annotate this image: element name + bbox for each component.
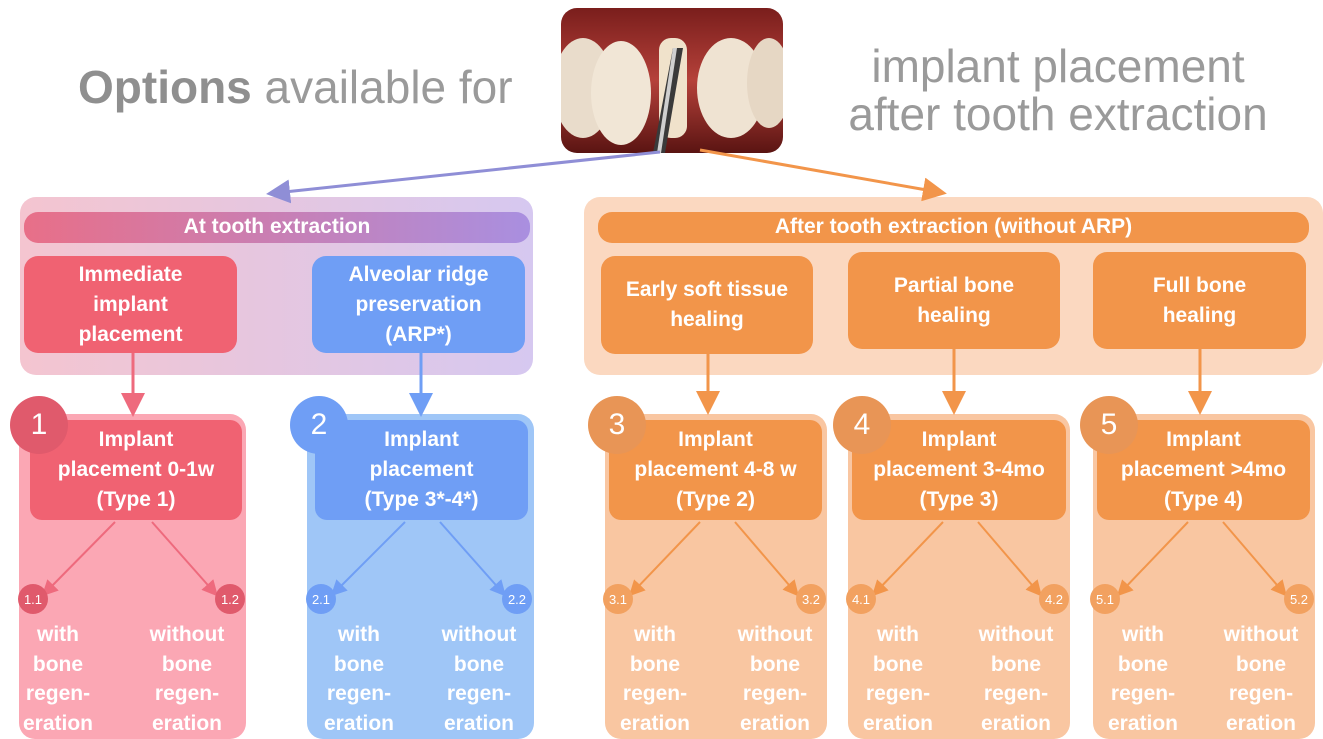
- sub-circle-3-1: 3.1: [603, 584, 633, 614]
- sub-circle-4-2: 4.2: [1039, 584, 1069, 614]
- sub-circle-4-1: 4.1: [846, 584, 876, 614]
- sub-circle-1-1: 1.1: [18, 584, 48, 614]
- arrow-to-after-extraction: [700, 150, 938, 192]
- arrow-to-at-extraction: [275, 152, 660, 193]
- sub-circle-5-2: 5.2: [1284, 584, 1314, 614]
- sub-circle-2-1: 2.1: [306, 584, 336, 614]
- sub-circle-5-1: 5.1: [1090, 584, 1120, 614]
- sub-circle-2-2: 2.2: [502, 584, 532, 614]
- sub-circle-1-2: 1.2: [215, 584, 245, 614]
- sub-circle-3-2: 3.2: [796, 584, 826, 614]
